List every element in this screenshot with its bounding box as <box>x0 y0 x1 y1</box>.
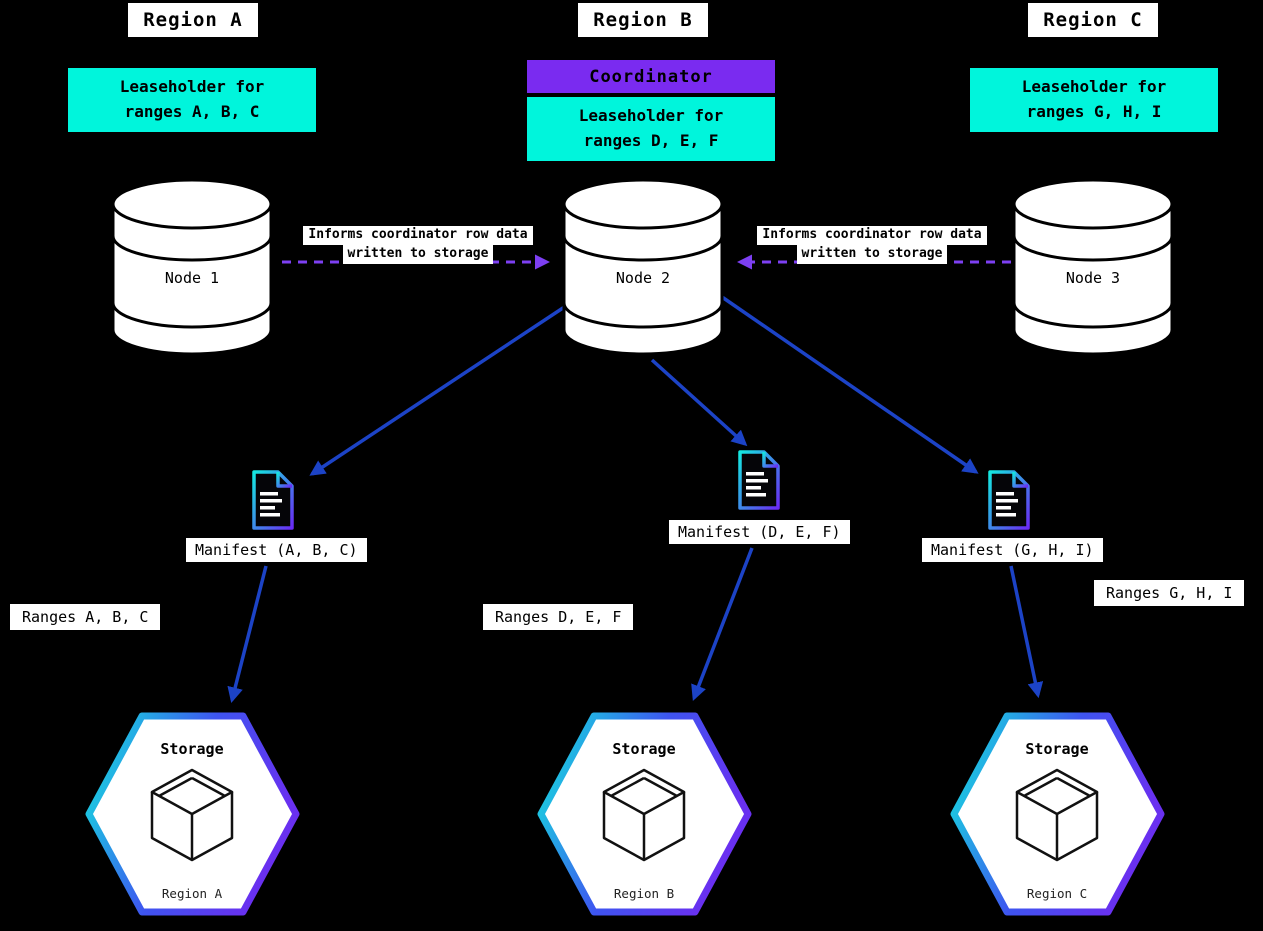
region-a-title: Region A <box>128 3 258 37</box>
storage-title: Storage <box>612 740 675 758</box>
cube-icon <box>602 768 686 862</box>
region-b-title: Region B <box>578 3 708 37</box>
inform-left-line1: Informs coordinator row data <box>303 226 533 245</box>
leaseholder-b-line1: Leaseholder for <box>578 106 724 126</box>
database-cylinder-icon: Node 1 <box>111 178 273 356</box>
cube-icon <box>150 768 234 862</box>
storage-title: Storage <box>1025 740 1088 758</box>
node2-label: Node 2 <box>616 269 670 287</box>
storage-region-label: Region C <box>1027 886 1087 901</box>
arrow-node2-to-manifest-c <box>721 295 979 474</box>
inform-annotation-right: Informs coordinator row data written to … <box>746 226 998 264</box>
inform-right-line1: Informs coordinator row data <box>757 226 987 245</box>
manifest-a-label: Manifest (A, B, C) <box>186 538 367 562</box>
manifest-c-label: Manifest (G, H, I) <box>922 538 1103 562</box>
storage-region-label: Region A <box>162 886 223 901</box>
node1-label: Node 1 <box>165 269 219 287</box>
storage-region-label: Region B <box>614 886 674 901</box>
leaseholder-a-line1: Leaseholder for <box>119 77 265 97</box>
inform-right-line2: written to storage <box>796 244 948 264</box>
coordinator-box: Coordinator <box>527 60 775 93</box>
arrow-node2-to-manifest-a <box>309 298 576 476</box>
storage-hexagon: Storage Region A <box>85 712 300 916</box>
leaseholder-c-line1: Leaseholder for <box>1021 77 1167 97</box>
region-c-title: Region C <box>1028 3 1158 37</box>
storage-hexagon: Storage Region B <box>537 712 752 916</box>
database-cylinder-icon: Node 2 <box>562 178 724 356</box>
storage-title: Storage <box>160 740 223 758</box>
cube-icon <box>1015 768 1099 862</box>
storage-hexagon: Storage Region C <box>950 712 1165 916</box>
manifest-document-icon <box>738 450 780 510</box>
database-cylinder-icon: Node 3 <box>1012 178 1174 356</box>
ranges-c-label: Ranges G, H, I <box>1094 580 1245 606</box>
leaseholder-b-line2: ranges D, E, F <box>583 131 719 150</box>
leaseholder-c-box: Leaseholder for ranges G, H, I <box>970 68 1218 132</box>
manifest-b-label: Manifest (D, E, F) <box>669 520 850 544</box>
leaseholder-a-line2: ranges A, B, C <box>124 102 260 121</box>
leaseholder-b-box: Leaseholder for ranges D, E, F <box>527 97 775 161</box>
arrow-node2-to-manifest-b <box>650 358 748 447</box>
manifest-document-icon <box>252 470 294 530</box>
ranges-a-label: Ranges A, B, C <box>10 604 161 630</box>
ranges-b-label: Ranges D, E, F <box>483 604 634 630</box>
inform-left-line2: written to storage <box>342 244 494 264</box>
arrow-manifest-c-to-storage <box>1009 565 1044 699</box>
leaseholder-c-line2: ranges G, H, I <box>1026 102 1162 121</box>
node3-label: Node 3 <box>1066 269 1120 287</box>
manifest-document-icon <box>988 470 1030 530</box>
inform-annotation-left: Informs coordinator row data written to … <box>292 226 544 264</box>
arrow-manifest-a-to-storage <box>227 565 268 704</box>
arrow-manifest-b-to-storage <box>691 547 754 701</box>
leaseholder-a-box: Leaseholder for ranges A, B, C <box>68 68 316 132</box>
